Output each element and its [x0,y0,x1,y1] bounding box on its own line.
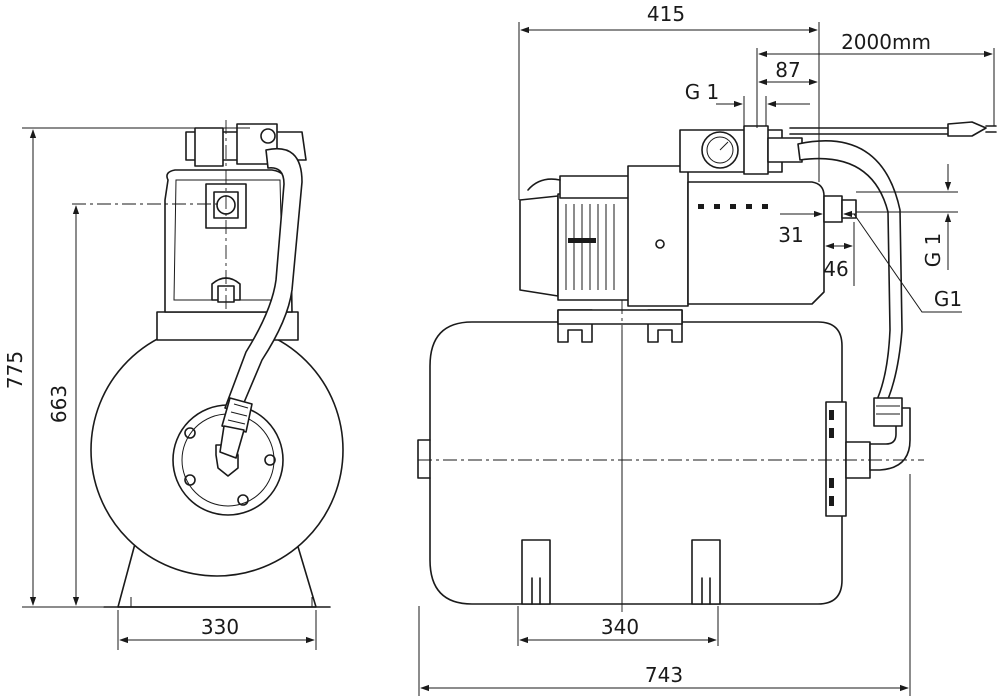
dim-31: 31 [778,223,803,247]
dim-330: 330 [201,615,239,639]
side-tank-body [429,321,843,605]
dim-g1-top: G 1 [685,80,720,104]
dim-775: 775 [3,351,27,389]
dim-743: 743 [645,663,683,687]
dim-663: 663 [47,385,71,423]
dim-g1-hose: G1 [934,287,962,311]
center-lines [72,120,924,612]
side-power-plug [947,121,987,137]
front-view [90,123,344,608]
front-tank-circle [90,323,344,577]
dimension-lines [22,22,995,696]
dim-g1-right: G 1 [921,233,945,268]
dim-415: 415 [647,2,685,26]
dim-340: 340 [601,615,639,639]
side-pump-housing [687,181,825,305]
dim-46: 46 [823,257,848,281]
side-view [417,121,997,605]
dim-87: 87 [775,58,800,82]
side-motor [519,195,559,297]
side-pump-head [627,165,689,307]
dimension-labels: 775 663 330 415 2000mm 87 G 1 31 46 G 1 … [3,2,962,687]
dim-2000mm: 2000mm [841,30,931,54]
side-tank-foot-left [521,539,551,605]
side-tank-foot-right [691,539,721,605]
